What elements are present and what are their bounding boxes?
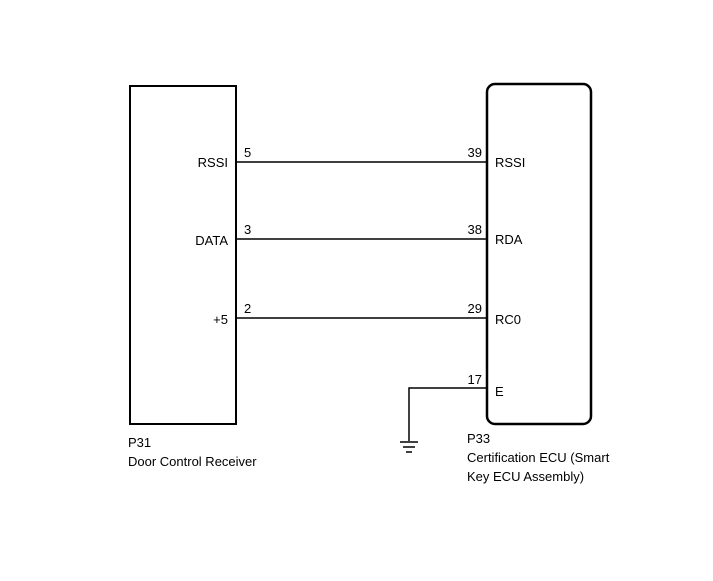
- ground-icon: [400, 441, 418, 453]
- right-pin-39: 39: [468, 145, 482, 160]
- right-component-name-line1: Certification ECU (Smart: [467, 450, 610, 465]
- left-component-name: Door Control Receiver: [128, 454, 257, 469]
- certification-ecu-box: [485, 82, 593, 426]
- wire-ground: [408, 387, 487, 441]
- right-component-id: P33: [467, 431, 490, 446]
- right-pin-17: 17: [468, 372, 482, 387]
- door-control-receiver-box: [129, 85, 237, 425]
- left-signal-data: DATA: [195, 233, 228, 248]
- left-pin-2: 2: [244, 301, 251, 316]
- right-signal-rc0: RC0: [495, 312, 521, 327]
- right-component-name-line2: Key ECU Assembly): [467, 469, 584, 484]
- left-pin-3: 3: [244, 222, 251, 237]
- right-signal-rda: RDA: [495, 232, 523, 247]
- left-signal-power: +5: [213, 312, 228, 327]
- left-pin-5: 5: [244, 145, 251, 160]
- left-signal-rssi: RSSI: [198, 155, 228, 170]
- right-pin-29: 29: [468, 301, 482, 316]
- left-component-id: P31: [128, 435, 151, 450]
- right-signal-e: E: [495, 384, 504, 399]
- right-pin-38: 38: [468, 222, 482, 237]
- right-signal-rssi: RSSI: [495, 155, 525, 170]
